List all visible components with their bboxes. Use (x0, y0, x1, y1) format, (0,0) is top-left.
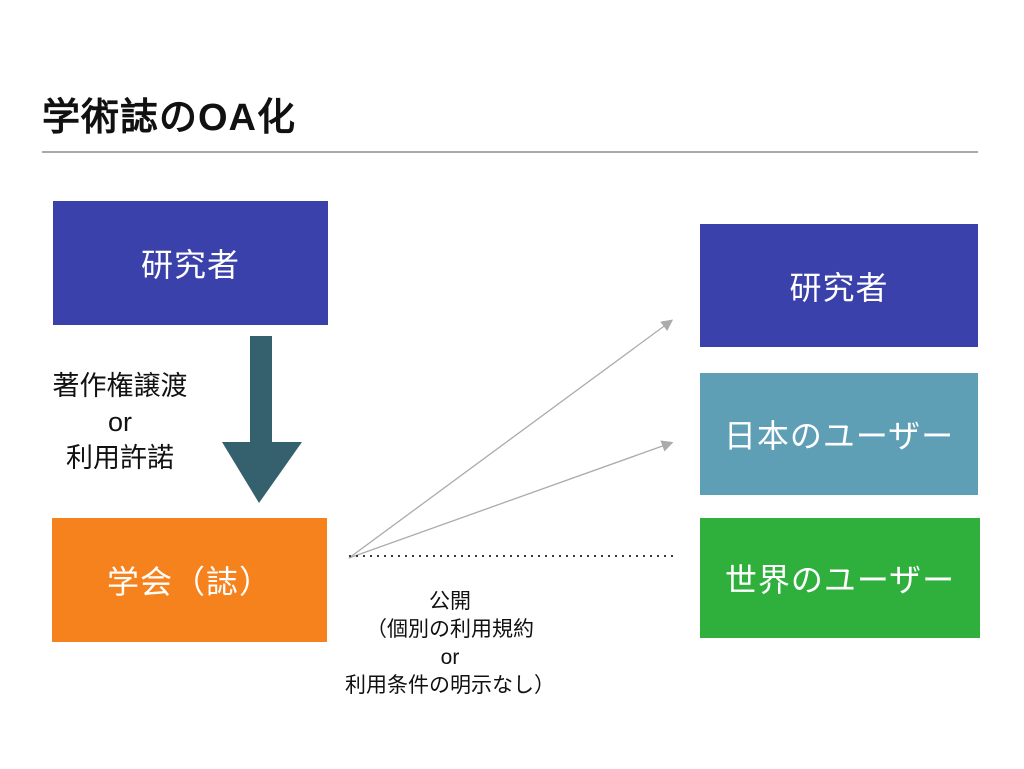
title-divider (42, 151, 978, 153)
transfer-label-line2: or (107, 407, 132, 437)
publish-caption-line1: 公開 (429, 590, 471, 613)
publish-caption-line3: or (440, 646, 460, 669)
researcher-source-box: 研究者 (53, 201, 328, 325)
researcher-target-box: 研究者 (700, 224, 978, 347)
transfer-label: 著作権譲渡 or 利用許諾 (20, 368, 220, 476)
transfer-label-line3: 利用許諾 (66, 443, 174, 473)
world-users-box: 世界のユーザー (700, 518, 980, 638)
copyright-transfer-arrow-icon (222, 336, 302, 503)
connector-to-japan-users (348, 440, 674, 559)
slide-title: 学術誌のOA化 (42, 97, 297, 139)
researcher-source-label: 研究者 (140, 247, 240, 283)
world-users-label: 世界のユーザー (724, 562, 956, 598)
japan-users-label: 日本のユーザー (723, 418, 955, 454)
down-arrow-shape (222, 336, 302, 503)
connector-to-researcher (348, 319, 674, 559)
society-journal-box: 学会（誌） (52, 518, 327, 642)
publish-caption-line4: 利用条件の明示なし） (345, 674, 555, 697)
researcher-target-label: 研究者 (789, 269, 889, 306)
publish-caption-line2: （個別の利用規約 (366, 618, 534, 641)
publish-caption: 公開 （個別の利用規約 or 利用条件の明示なし） (320, 588, 580, 700)
society-journal-label: 学会（誌） (106, 564, 272, 600)
japan-users-box: 日本のユーザー (700, 373, 978, 495)
transfer-label-line1: 著作権譲渡 (52, 371, 188, 401)
